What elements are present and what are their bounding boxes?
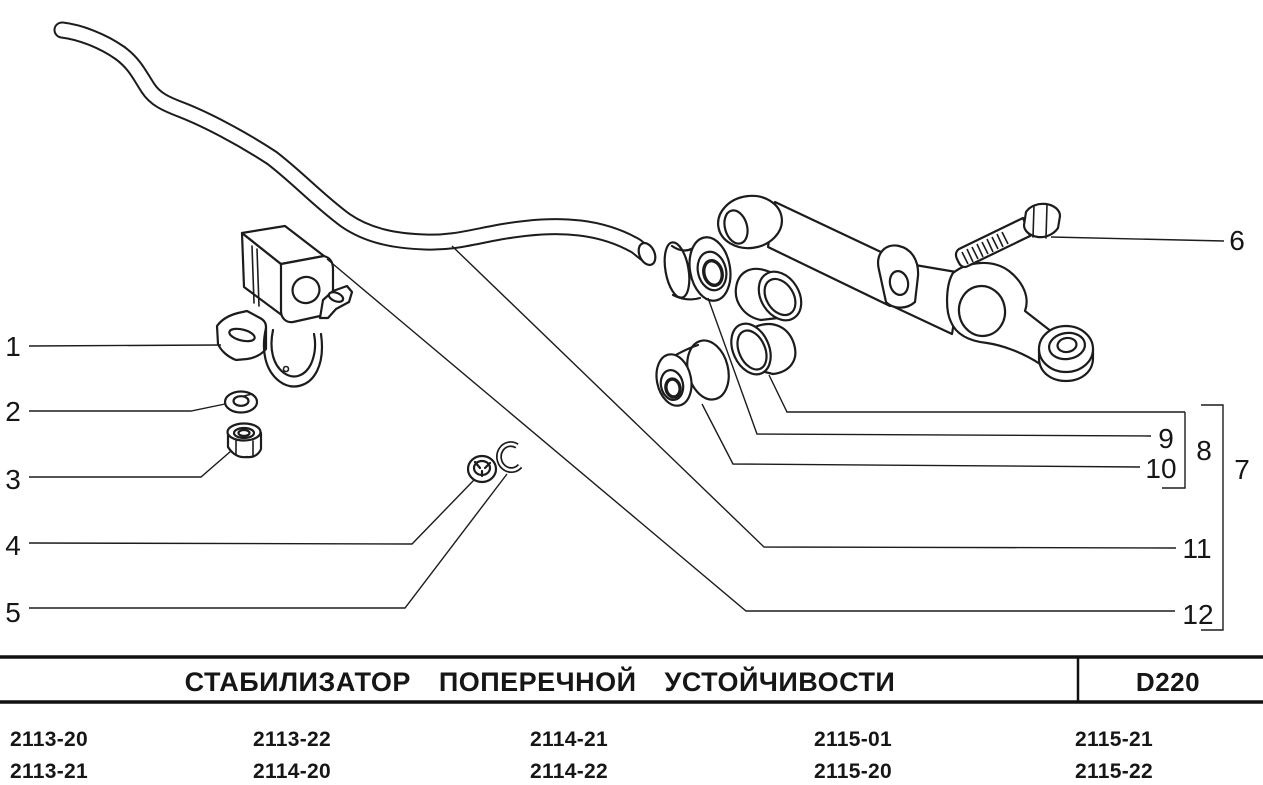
bar-core [55, 23, 653, 261]
bracket-wing-hole [327, 291, 345, 303]
callout-label-1: 1 [5, 331, 21, 362]
leader-lines [28, 236, 1225, 631]
callout-label-8: 8 [1196, 435, 1212, 466]
link-washer-tab-1 [473, 460, 482, 470]
cushion-slit [251, 245, 255, 304]
callout-label-2: 2 [5, 396, 21, 427]
callout-label-11: 11 [1182, 533, 1211, 564]
model-cell: 2114-20 [253, 760, 331, 783]
rubber-bushing-lower [655, 339, 730, 407]
leader-line-11 [451, 245, 1177, 549]
washer [223, 390, 259, 414]
callout-label-12: 12 [1182, 599, 1213, 630]
leader-line-10 [701, 403, 1141, 468]
callout-label-9: 9 [1158, 423, 1174, 454]
bolt-head [1022, 202, 1062, 239]
model-cell: 2115-21 [1075, 728, 1153, 751]
bolt-shank [954, 216, 1032, 269]
callout-label-7: 7 [1234, 454, 1250, 485]
leader-line-8 [768, 374, 1185, 413]
callout-labels: 1 2 3 4 5 6 7 8 9 10 11 12 [5, 225, 1250, 630]
callout-label-4: 4 [5, 530, 21, 561]
bolt-head-facet-1 [1032, 205, 1035, 238]
sleeve-low-rim-inner [736, 329, 768, 371]
bracket-saddle-inner [270, 328, 317, 378]
model-cell: 2114-22 [530, 760, 608, 783]
lock-washer-ring-inner [497, 442, 521, 472]
bar-end-cap [637, 241, 657, 267]
model-cell: 2115-22 [1075, 760, 1153, 783]
clamp-bracket [215, 284, 354, 388]
arm-middle-hole [888, 270, 910, 296]
model-cell: 2113-22 [253, 728, 331, 751]
nut-hole [237, 428, 251, 438]
bracket-slot [228, 327, 256, 343]
leader-line-2 [29, 403, 226, 412]
bar-cushion [240, 224, 335, 324]
callout-label-10: 10 [1145, 453, 1176, 484]
bushing-low-hole [664, 377, 682, 399]
link-arm [717, 194, 1095, 383]
leader-line-6 [1050, 236, 1225, 242]
link-washer [466, 454, 498, 484]
stabilizer-bar [53, 21, 657, 267]
bolt-head-facet-2 [1045, 204, 1048, 239]
figure-code: D220 [1136, 667, 1200, 697]
rubber-bushing-upper [663, 236, 732, 302]
arm-head-hole [957, 284, 1007, 338]
cushion-bore [291, 275, 321, 305]
callout-label-5: 5 [5, 597, 21, 628]
model-grid: 2113-20 2113-22 2114-21 2115-01 2115-21 … [10, 728, 1153, 783]
model-cell: 2113-20 [10, 728, 88, 751]
model-cell: 2113-21 [10, 760, 88, 783]
leader-line-9 [707, 297, 1152, 437]
group-bracket-8 [1162, 412, 1186, 489]
spacer-sleeve-lower [730, 322, 797, 376]
bracket-saddle-outer [262, 326, 324, 388]
sleeve-up-rim-inner [763, 277, 797, 317]
figure-title: СТАБИЛИЗАТОР ПОПЕРЕЧНОЙ УСТОЙЧИВОСТИ [185, 666, 896, 697]
arm-left-eye-hole [723, 209, 749, 245]
washer-split [243, 393, 253, 397]
lock-washer [496, 441, 523, 474]
bushing-up-hole [702, 258, 724, 288]
model-cell: 2114-21 [530, 728, 608, 751]
leader-line-4 [28, 479, 475, 545]
link-washer-tab-2 [483, 461, 492, 470]
callout-label-6: 6 [1229, 225, 1245, 256]
group-bracket-7 [1201, 404, 1224, 631]
bracket-drain-hole [282, 365, 290, 373]
leader-line-1 [28, 344, 222, 347]
washer-hole [232, 395, 250, 407]
model-cell: 2115-01 [814, 728, 892, 751]
bolt-threads [961, 231, 1009, 265]
leader-line-12 [326, 258, 1175, 612]
arm-end-eye-hole [1056, 336, 1078, 354]
footer-table: СТАБИЛИЗАТОР ПОПЕРЕЧНОЙ УСТОЙЧИВОСТИ D22… [0, 655, 1263, 783]
bolt [954, 202, 1062, 269]
leader-line-3 [29, 450, 232, 478]
cushion-slit-2 [256, 248, 260, 307]
callout-label-3: 3 [5, 464, 21, 495]
spacer-sleeve-upper [734, 267, 803, 322]
model-cell: 2115-20 [814, 760, 892, 783]
leader-line-5 [29, 473, 508, 609]
nut [226, 422, 263, 459]
bushing-up-waist-bottom [671, 293, 702, 301]
